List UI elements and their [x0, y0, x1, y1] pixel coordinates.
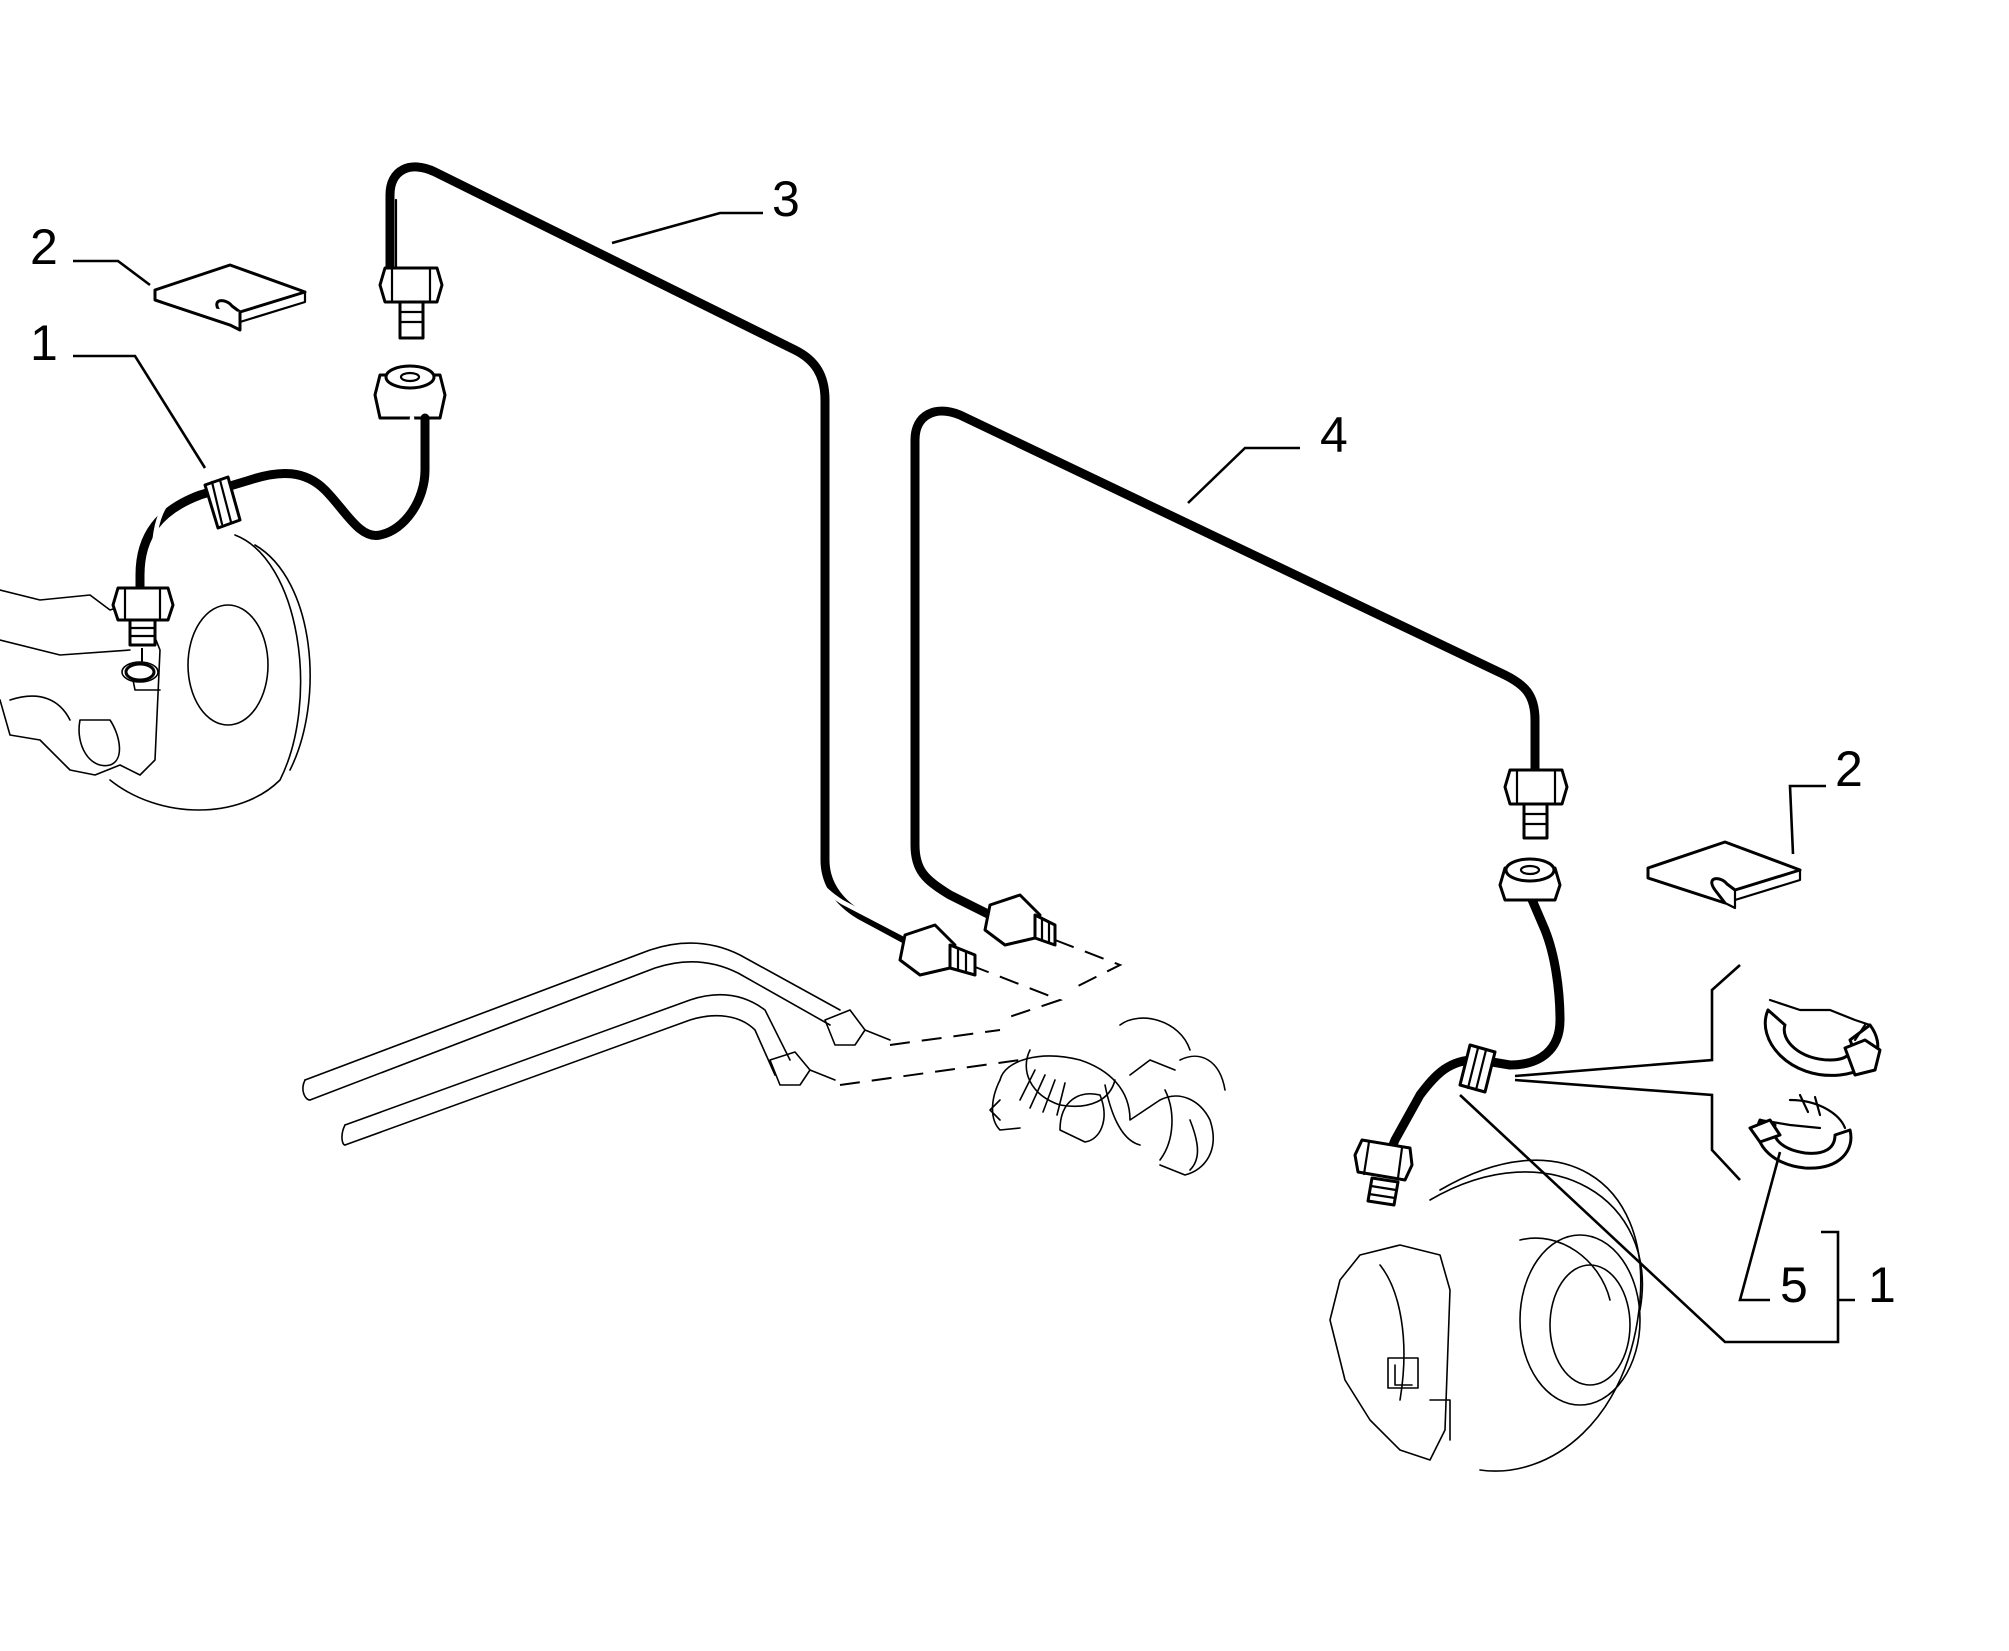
left-brake-assembly [0, 534, 311, 811]
hose-clips [1748, 998, 1882, 1170]
leader-lines [73, 211, 1855, 1344]
left-flex-hose [111, 413, 430, 682]
callout-4: 4 [1320, 407, 1348, 463]
callout-1-right: 1 [1868, 1257, 1896, 1313]
callout-5: 5 [1780, 1257, 1808, 1313]
right-flex-hose [1353, 857, 1565, 1207]
connection-dashes [839, 939, 1123, 1086]
callout-1-left: 1 [30, 315, 58, 371]
master-cylinder [989, 1017, 1226, 1176]
callout-labels: 1 2 3 4 2 5 1 [30, 171, 1896, 1313]
retaining-plate-left [153, 263, 307, 332]
brake-pipe-3 [385, 162, 930, 955]
callout-2-right: 2 [1835, 741, 1863, 797]
retaining-plate-right [1646, 840, 1802, 910]
pipe-4-fittings [983, 768, 1569, 947]
brake-pipe-4 [910, 406, 1540, 930]
callout-3: 3 [772, 171, 800, 227]
background-pipes [302, 942, 891, 1146]
pipe-3-fittings [373, 266, 977, 977]
right-brake-assembly [1329, 1159, 1644, 1472]
callout-2-left: 2 [30, 219, 58, 275]
